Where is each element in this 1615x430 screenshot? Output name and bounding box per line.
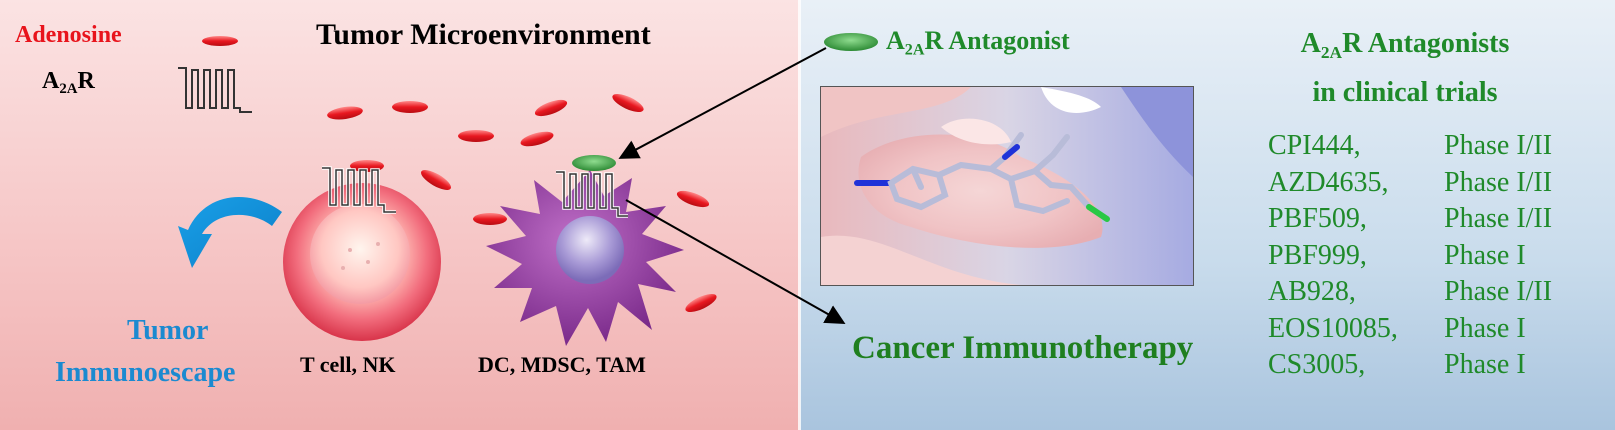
antagonist-icon: [824, 33, 878, 51]
bound-antagonist-icon: [572, 155, 616, 171]
list-item: PBF999,: [1268, 239, 1367, 271]
binding-pocket-image: [820, 86, 1194, 286]
cancer-immunotherapy-label: Cancer Immunotherapy: [852, 330, 1194, 366]
list-item: Phase I/II: [1444, 203, 1553, 234]
list-item: CS3005,: [1268, 349, 1366, 380]
a2ar-receptor-icon: [178, 67, 252, 113]
list-item: Phase I: [1444, 312, 1526, 344]
list-item: Phase I/II: [1444, 166, 1553, 198]
trial-compound-list: CPI444, AZD4635, PBF509, PBF999, AB928, …: [1268, 128, 1398, 384]
list-item: Phase I/II: [1444, 130, 1553, 161]
dc-label: DC, MDSC, TAM: [478, 352, 646, 377]
dc-cell: [486, 170, 684, 346]
adenosine-label: Adenosine: [15, 22, 122, 48]
immunoescape-arrow: [178, 197, 282, 268]
a2ar-label: A2AR: [42, 68, 95, 98]
arrow-to-therapy: [625, 199, 846, 324]
list-item: Phase I: [1444, 349, 1526, 380]
tcell-label: T cell, NK: [300, 352, 396, 377]
adenosine-molecules: [327, 93, 717, 313]
list-item: EOS10085,: [1268, 312, 1398, 344]
list-item: AB928,: [1268, 276, 1356, 307]
panel-divider: [798, 0, 801, 430]
page-title: Tumor Microenvironment: [316, 18, 651, 51]
immunoescape-label: Tumor Immunoescape: [55, 315, 236, 388]
list-item: PBF509,: [1268, 203, 1367, 234]
arrow-to-receptor: [618, 47, 827, 159]
adenosine-icon: [202, 36, 238, 46]
trial-phase-list: Phase I/II Phase I/II Phase I/II Phase I…: [1444, 128, 1552, 384]
antagonist-label: A2AR Antagonist: [886, 26, 1070, 59]
list-item: CPI444,: [1268, 130, 1361, 161]
list-item: Phase I: [1444, 239, 1526, 271]
list-item: Phase I/II: [1444, 276, 1553, 307]
t-cell: [283, 183, 441, 341]
clinical-trials-heading: A2AR Antagonists in clinical trials: [1300, 28, 1510, 109]
list-item: AZD4635,: [1268, 166, 1389, 198]
